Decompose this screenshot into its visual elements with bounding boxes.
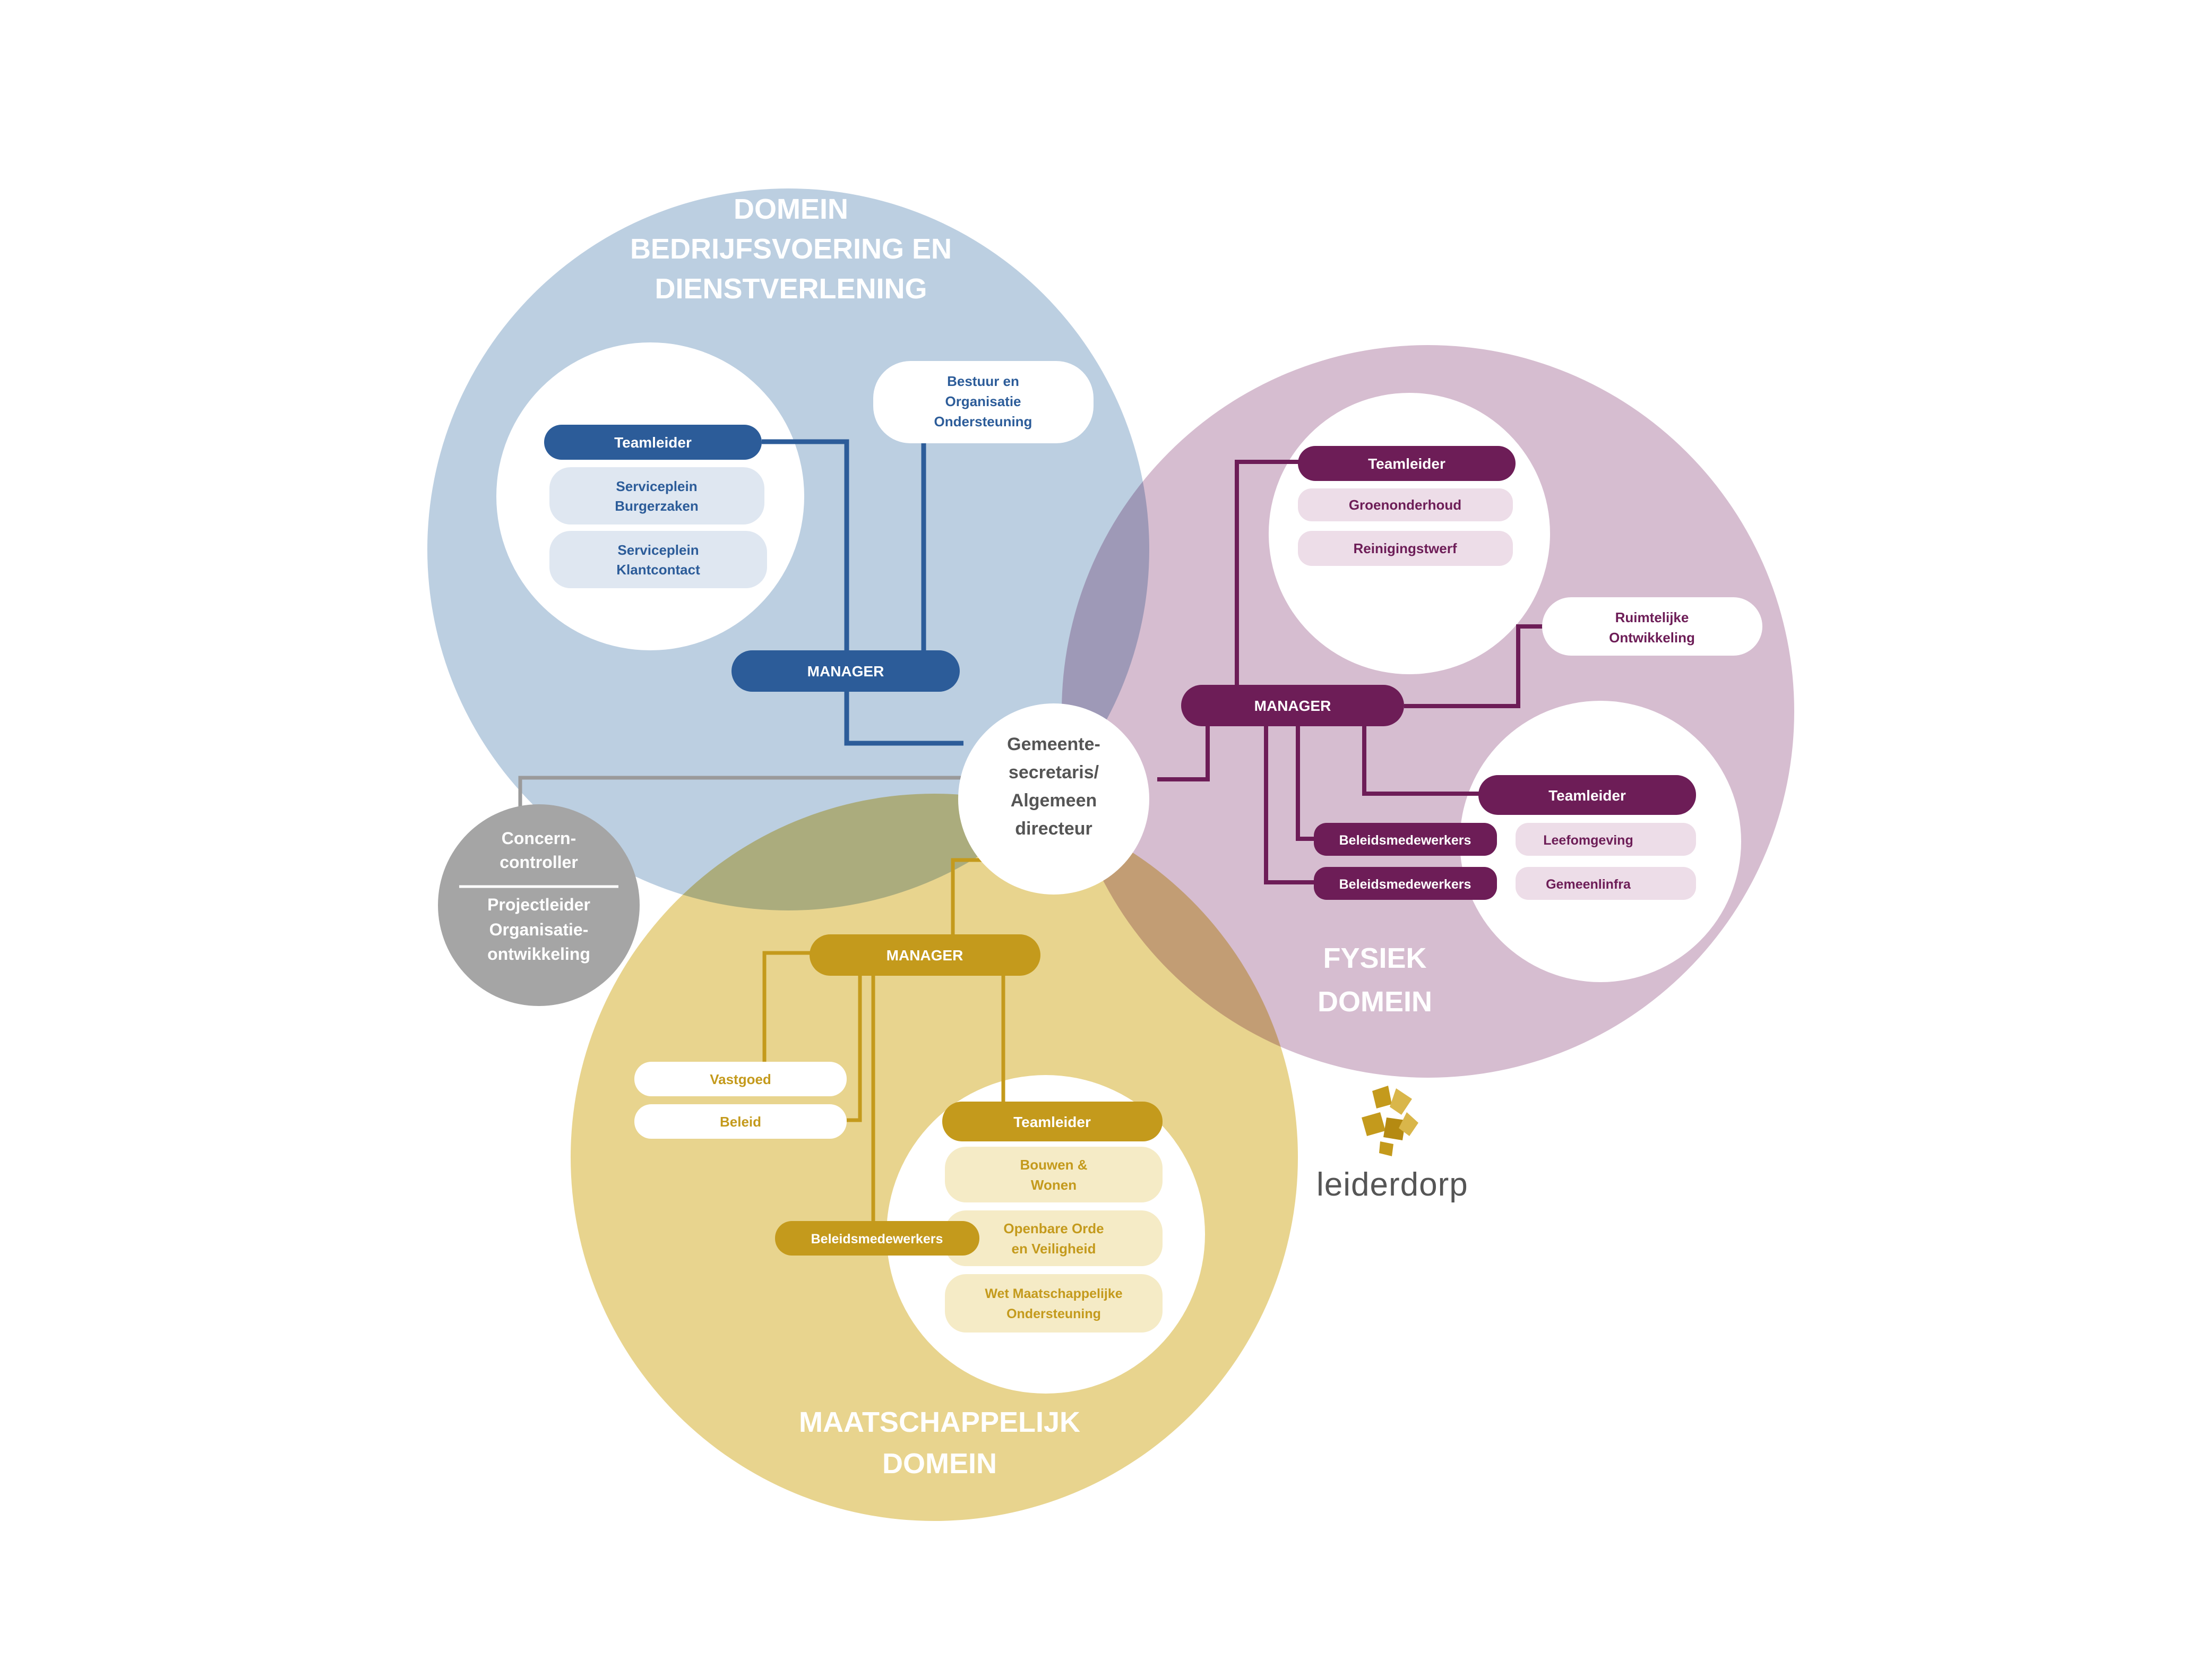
grey-node-line: controller [500, 853, 578, 872]
purple-teamleider-pill-1: Teamleider [1298, 446, 1516, 481]
domain-title-purple: FYSIEK DOMEIN [1318, 942, 1432, 1018]
leiderdorp-logo: leiderdorp [1316, 1086, 1468, 1203]
yellow-team-box-2: Openbare Orde en Veiligheid [945, 1210, 1163, 1266]
yellow-teamleider-pill: Teamleider [942, 1102, 1163, 1141]
purple-team-box-b: Reinigingstwerf [1298, 531, 1513, 566]
blue-manager-label: MANAGER [807, 663, 884, 680]
grey-node-line: Organisatie- [489, 920, 589, 939]
purple-ruimtelijk-line: Ruimtelijke [1615, 609, 1689, 625]
yellow-manager-pill: MANAGER [810, 934, 1040, 976]
yellow-team-box-3: Wet Maatschappelijke Ondersteuning [945, 1274, 1163, 1333]
purple-beleid-1-label: Beleidsmedewerkers [1339, 833, 1471, 848]
blue-support-box-line: Organisatie [945, 393, 1021, 409]
yellow-unit: MANAGER Vastgoed Beleid Teamleider Bouwe… [634, 934, 1163, 1333]
yellow-team-box-3-line: Ondersteuning [1006, 1306, 1101, 1321]
logo-mark-icon [1362, 1086, 1418, 1156]
domain-title-blue: DOMEIN BEDRIJFSVOERING EN DIENSTVERLENIN… [630, 193, 952, 305]
purple-ruimtelijk-line: Ontwikkeling [1609, 630, 1695, 646]
purple-team-box-a: Groenonderhoud [1298, 488, 1513, 521]
blue-team-box-2-line: Serviceplein [617, 542, 699, 558]
yellow-beleid-small-box: Beleid [634, 1104, 847, 1139]
blue-team-box-2-line: Klantcontact [616, 562, 700, 578]
grey-node-line: Concern- [502, 829, 576, 848]
yellow-beleid-pill: Beleidsmedewerkers [775, 1221, 979, 1256]
blue-unit: Teamleider Serviceplein Burgerzaken Serv… [544, 361, 1094, 692]
blue-manager-pill: MANAGER [731, 650, 960, 692]
purple-beleid-2-label: Beleidsmedewerkers [1339, 877, 1471, 892]
purple-team-a-label: Groenonderhoud [1349, 497, 1461, 513]
grey-node: Concern- controller Projectleider Organi… [438, 804, 640, 1006]
domain-title-yellow-line: DOMEIN [882, 1448, 997, 1480]
domain-title-purple-line: FYSIEK [1323, 942, 1426, 974]
connectors-purple [1157, 460, 1547, 884]
purple-ruimtelijk-box: Ruimtelijke Ontwikkeling [1542, 597, 1762, 656]
purple-beleid-2-team-label: Gemeenlinfra [1546, 877, 1631, 892]
center-node-line: Gemeente- [1007, 734, 1100, 754]
purple-teamleider-pill-2: Teamleider [1478, 775, 1696, 815]
yellow-team-box-1-line: Bouwen & [1020, 1157, 1087, 1173]
purple-beleid-1-team-label: Leefomgeving [1543, 833, 1633, 848]
yellow-team-box-3-line: Wet Maatschappelijke [985, 1286, 1122, 1301]
blue-support-box-line: Ondersteuning [934, 414, 1032, 429]
yellow-vastgoed-label: Vastgoed [710, 1071, 771, 1087]
yellow-team-box-2-line: en Veiligheid [1012, 1241, 1096, 1257]
connectors-blue [762, 430, 963, 746]
purple-teamleider-2-label: Teamleider [1548, 787, 1626, 804]
blue-teamleider-pill: Teamleider [544, 425, 762, 460]
yellow-team-box-1: Bouwen & Wonen [945, 1147, 1163, 1202]
purple-team-b-label: Reinigingstwerf [1353, 540, 1457, 556]
yellow-teamleider-label: Teamleider [1013, 1114, 1091, 1130]
grey-node-line: ontwikkeling [487, 944, 590, 964]
purple-unit: Teamleider Groenonderhoud Reinigingstwer… [1181, 446, 1762, 900]
purple-teamleider-1-label: Teamleider [1368, 455, 1445, 472]
yellow-team-box-2-line: Openbare Orde [1003, 1220, 1104, 1236]
purple-manager-pill: MANAGER [1181, 685, 1404, 726]
blue-team-box-1: Serviceplein Burgerzaken [549, 467, 764, 525]
domain-title-blue-line: DOMEIN [734, 193, 848, 225]
connector-grey [518, 776, 963, 812]
blue-team-box-1-line: Burgerzaken [615, 498, 699, 514]
blue-team-box-2: Serviceplein Klantcontact [549, 531, 767, 588]
domain-title-yellow: MAATSCHAPPELIJK DOMEIN [799, 1406, 1080, 1480]
center-node: Gemeente- secretaris/ Algemeen directeur [958, 703, 1149, 895]
yellow-beleid-small-label: Beleid [720, 1114, 761, 1130]
center-node-line: directeur [1015, 819, 1092, 839]
blue-team-box-1-line: Serviceplein [616, 478, 697, 494]
blue-support-box-line: Bestuur en [947, 373, 1019, 389]
blue-support-box: Bestuur en Organisatie Ondersteuning [873, 361, 1094, 443]
domain-title-yellow-line: MAATSCHAPPELIJK [799, 1406, 1080, 1438]
blue-teamleider-label: Teamleider [614, 434, 692, 451]
domain-title-purple-line: DOMEIN [1318, 986, 1432, 1018]
purple-beleid-row-2: Beleidsmedewerkers Gemeenlinfra [1314, 867, 1696, 900]
grey-node-line: Projectleider [487, 895, 590, 914]
purple-manager-label: MANAGER [1254, 698, 1331, 714]
logo-wordmark: leiderdorp [1316, 1166, 1468, 1203]
domain-title-blue-line: BEDRIJFSVOERING EN [630, 233, 952, 265]
yellow-team-box-1-line: Wonen [1031, 1177, 1077, 1193]
yellow-vastgoed-box: Vastgoed [634, 1062, 847, 1096]
domain-title-blue-line: DIENSTVERLENING [655, 273, 927, 305]
yellow-beleid-label: Beleidsmedewerkers [811, 1232, 943, 1247]
center-node-line: Algemeen [1011, 790, 1097, 811]
purple-beleid-row-1: Beleidsmedewerkers Leefomgeving [1314, 823, 1696, 856]
yellow-manager-label: MANAGER [886, 947, 963, 964]
center-node-line: secretaris/ [1009, 762, 1099, 783]
